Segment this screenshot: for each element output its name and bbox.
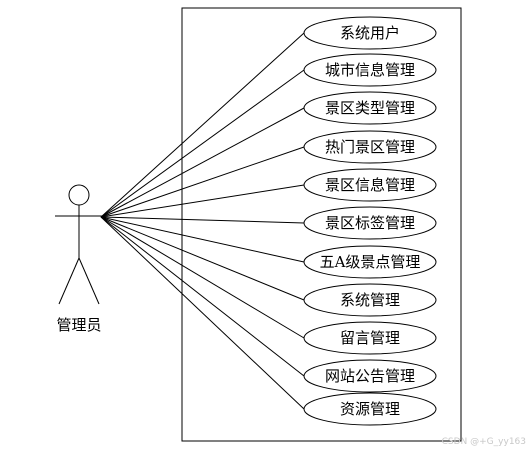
use-case: 资源管理 <box>303 392 437 426</box>
use-case-ellipse <box>303 283 437 317</box>
use-case-label: 景区类型管理 <box>325 99 415 117</box>
use-case: 网站公告管理 <box>303 359 437 393</box>
use-case-ellipse <box>303 245 437 279</box>
use-case: 城市信息管理 <box>303 53 437 87</box>
association-line <box>100 216 305 377</box>
use-case-label: 热门景区管理 <box>325 138 415 156</box>
association-line <box>100 184 305 218</box>
use-case-label: 景区信息管理 <box>325 176 415 194</box>
use-case-ellipse <box>303 53 437 87</box>
association-line <box>100 146 305 218</box>
system-boundary <box>181 7 462 442</box>
actor-right-leg <box>78 257 100 305</box>
use-case-ellipse <box>303 206 437 240</box>
use-case-ellipse <box>303 359 437 393</box>
association-line <box>100 216 305 224</box>
use-case-label: 景区标签管理 <box>325 214 415 232</box>
use-case: 景区标签管理 <box>303 206 437 240</box>
association-line <box>100 69 305 218</box>
association-line <box>100 216 305 263</box>
use-case-label: 系统管理 <box>340 291 400 309</box>
association-line <box>100 32 305 218</box>
association-line <box>100 107 305 218</box>
use-case-ellipse <box>303 130 437 164</box>
actor-left-leg <box>58 257 80 305</box>
watermark: CSDN @+G_yy163 <box>442 437 526 447</box>
actor-label: 管理员 <box>56 316 101 334</box>
use-case: 五A级景点管理 <box>303 245 437 279</box>
use-case-ellipse <box>303 91 437 125</box>
use-case: 景区信息管理 <box>303 168 437 202</box>
use-case-label: 留言管理 <box>340 329 400 347</box>
association-line <box>100 216 305 410</box>
use-case-ellipse <box>303 321 437 355</box>
use-case: 热门景区管理 <box>303 130 437 164</box>
association-line <box>100 216 305 301</box>
use-case-label: 资源管理 <box>340 400 400 418</box>
use-case: 景区类型管理 <box>303 91 437 125</box>
use-case: 系统用户 <box>303 16 437 50</box>
use-case-label: 系统用户 <box>340 24 400 42</box>
association-line <box>100 216 305 339</box>
use-case-label: 网站公告管理 <box>325 367 415 385</box>
use-case-label: 五A级景点管理 <box>320 253 421 271</box>
use-case: 留言管理 <box>303 321 437 355</box>
use-case-label: 城市信息管理 <box>325 61 415 79</box>
use-case-ellipse <box>303 392 437 426</box>
use-case-group: 系统用户城市信息管理景区类型管理热门景区管理景区信息管理景区标签管理五A级景点管… <box>303 16 437 426</box>
actor-admin: 管理员 <box>55 184 103 334</box>
actor-head <box>68 184 90 206</box>
association-lines <box>100 32 305 410</box>
use-case: 系统管理 <box>303 283 437 317</box>
use-case-ellipse <box>303 16 437 50</box>
use-case-ellipse <box>303 168 437 202</box>
